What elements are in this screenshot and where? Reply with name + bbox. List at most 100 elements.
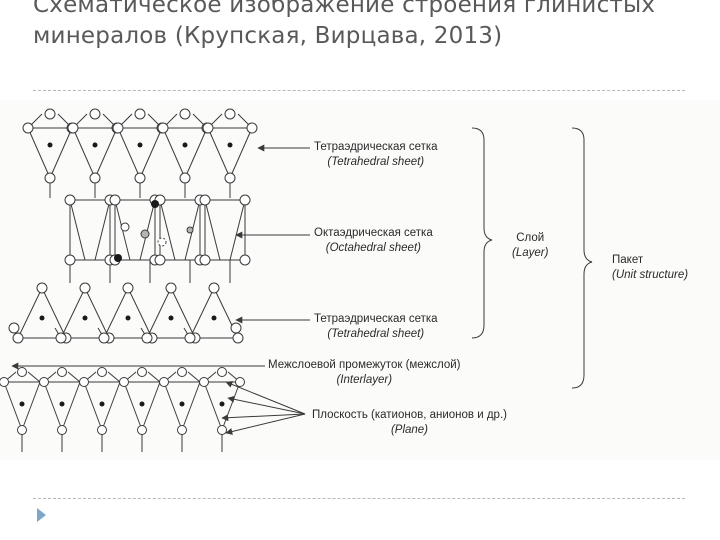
label-octahedral-ru: Октаэдрическая сетка <box>314 226 433 241</box>
cation-dot <box>60 402 65 407</box>
oxygen-atom <box>120 378 129 387</box>
oxygen-atom <box>155 255 165 265</box>
unit-brace <box>572 128 592 388</box>
oxygen-atom <box>110 195 120 205</box>
cation-dot <box>83 316 88 321</box>
cation-dot <box>140 402 145 407</box>
oxygen-atom <box>80 283 90 293</box>
oxygen-atom <box>236 378 245 387</box>
label-octahedral-en: (Octahedral sheet) <box>314 241 433 256</box>
oxygen-atom <box>45 173 55 183</box>
bond-line <box>188 372 200 382</box>
bond-line <box>208 128 230 178</box>
oxygen-atom <box>9 323 19 333</box>
bond-line <box>128 288 152 338</box>
footer-divider <box>33 498 685 499</box>
oxygen-atom <box>65 195 75 205</box>
oxygen-atom <box>123 283 133 293</box>
bond-line <box>42 288 66 338</box>
oxygen-atom <box>203 123 213 133</box>
oxygen-atom <box>185 333 195 343</box>
bond-line <box>61 288 85 338</box>
vacancy-atom <box>158 238 166 246</box>
bond-line <box>73 128 95 178</box>
cation-dot <box>48 143 53 148</box>
label-octahedral: Октаэдрическая сетка (Octahedral sheet) <box>314 226 433 256</box>
cation-dot <box>169 316 174 321</box>
cation-dot <box>100 402 105 407</box>
label-layer-en: (Layer) <box>512 246 548 261</box>
label-interlayer: Межслоевой промежуток (межслой) (Interla… <box>268 358 461 388</box>
oxygen-atom <box>225 173 235 183</box>
label-tetrahedral-top: Тетраэдрическая сетка (Tetrahedral sheet… <box>314 140 438 170</box>
label-tetrahedral-top-ru: Тетраэдрическая сетка <box>314 140 438 155</box>
bond-line <box>118 128 140 178</box>
cation-dot <box>138 143 143 148</box>
bond-line <box>140 128 162 178</box>
oxygen-atom <box>180 173 190 183</box>
bond-line <box>50 128 72 178</box>
oxygen-atom <box>37 283 47 293</box>
bond-line <box>147 288 171 338</box>
label-unit-structure: Пакет (Unit structure) <box>612 253 688 283</box>
bond-line <box>164 382 182 430</box>
label-layer-ru: Слой <box>512 231 548 246</box>
cation-dot <box>40 316 45 321</box>
label-unit-en: (Unit structure) <box>612 268 688 283</box>
oxygen-atom <box>218 368 227 377</box>
oxygen-atom <box>247 123 257 133</box>
cation-dot <box>151 200 159 208</box>
oxygen-atom <box>233 333 243 343</box>
oxygen-atom <box>45 109 55 119</box>
oxygen-atom <box>180 109 190 119</box>
bond-line <box>185 128 207 178</box>
cation-dot <box>228 143 233 148</box>
oxygen-atom <box>98 368 107 377</box>
bond-line <box>222 382 240 430</box>
label-tetrahedral-top-en: (Tetrahedral sheet) <box>314 155 438 170</box>
bond-line <box>104 288 128 338</box>
bond-line <box>160 200 175 260</box>
bond-line <box>108 372 120 382</box>
cation-dot <box>93 143 98 148</box>
bond-line <box>44 382 62 430</box>
oxygen-atom <box>90 173 100 183</box>
slide-title: Схематическое изображение строения глини… <box>33 0 693 52</box>
title-divider <box>33 90 685 91</box>
bond-line <box>230 128 252 178</box>
oxygen-atom <box>178 426 187 435</box>
bond-line <box>230 200 245 260</box>
bond-line <box>190 288 214 338</box>
label-plane: Плоскость (катионов, анионов и др.) (Pla… <box>312 408 507 438</box>
bond-line <box>148 372 160 382</box>
oxygen-atom <box>13 333 23 343</box>
bond-line <box>22 382 40 430</box>
oxygen-atom <box>121 223 129 231</box>
bond-line <box>95 128 117 178</box>
clay-structure-figure: Тетраэдрическая сетка (Tetrahedral sheet… <box>0 100 720 460</box>
layer-brace <box>472 128 492 338</box>
oxygen-atom <box>166 283 176 293</box>
oxygen-atom <box>99 333 109 343</box>
oxygen-atom <box>18 426 27 435</box>
oxygen-atom <box>225 109 235 119</box>
label-unit-ru: Пакет <box>612 253 688 268</box>
bond-line <box>204 382 222 430</box>
oxygen-atom <box>0 378 9 387</box>
arrow-plane-2 <box>228 398 305 414</box>
bond-line <box>62 382 80 430</box>
bond-line <box>84 382 102 430</box>
bond-line <box>85 288 109 338</box>
bond-line <box>142 382 160 430</box>
oxygen-atom <box>209 283 219 293</box>
bond-line <box>205 200 220 260</box>
bond-line <box>4 382 22 430</box>
oxygen-atom <box>200 378 209 387</box>
oxygen-atom <box>56 333 66 343</box>
bond-line <box>28 128 50 178</box>
label-layer: Слой (Layer) <box>512 231 548 261</box>
cation-dot <box>183 143 188 148</box>
oxygen-atom <box>158 123 168 133</box>
bond-line <box>28 372 40 382</box>
oxygen-atom <box>240 255 250 265</box>
